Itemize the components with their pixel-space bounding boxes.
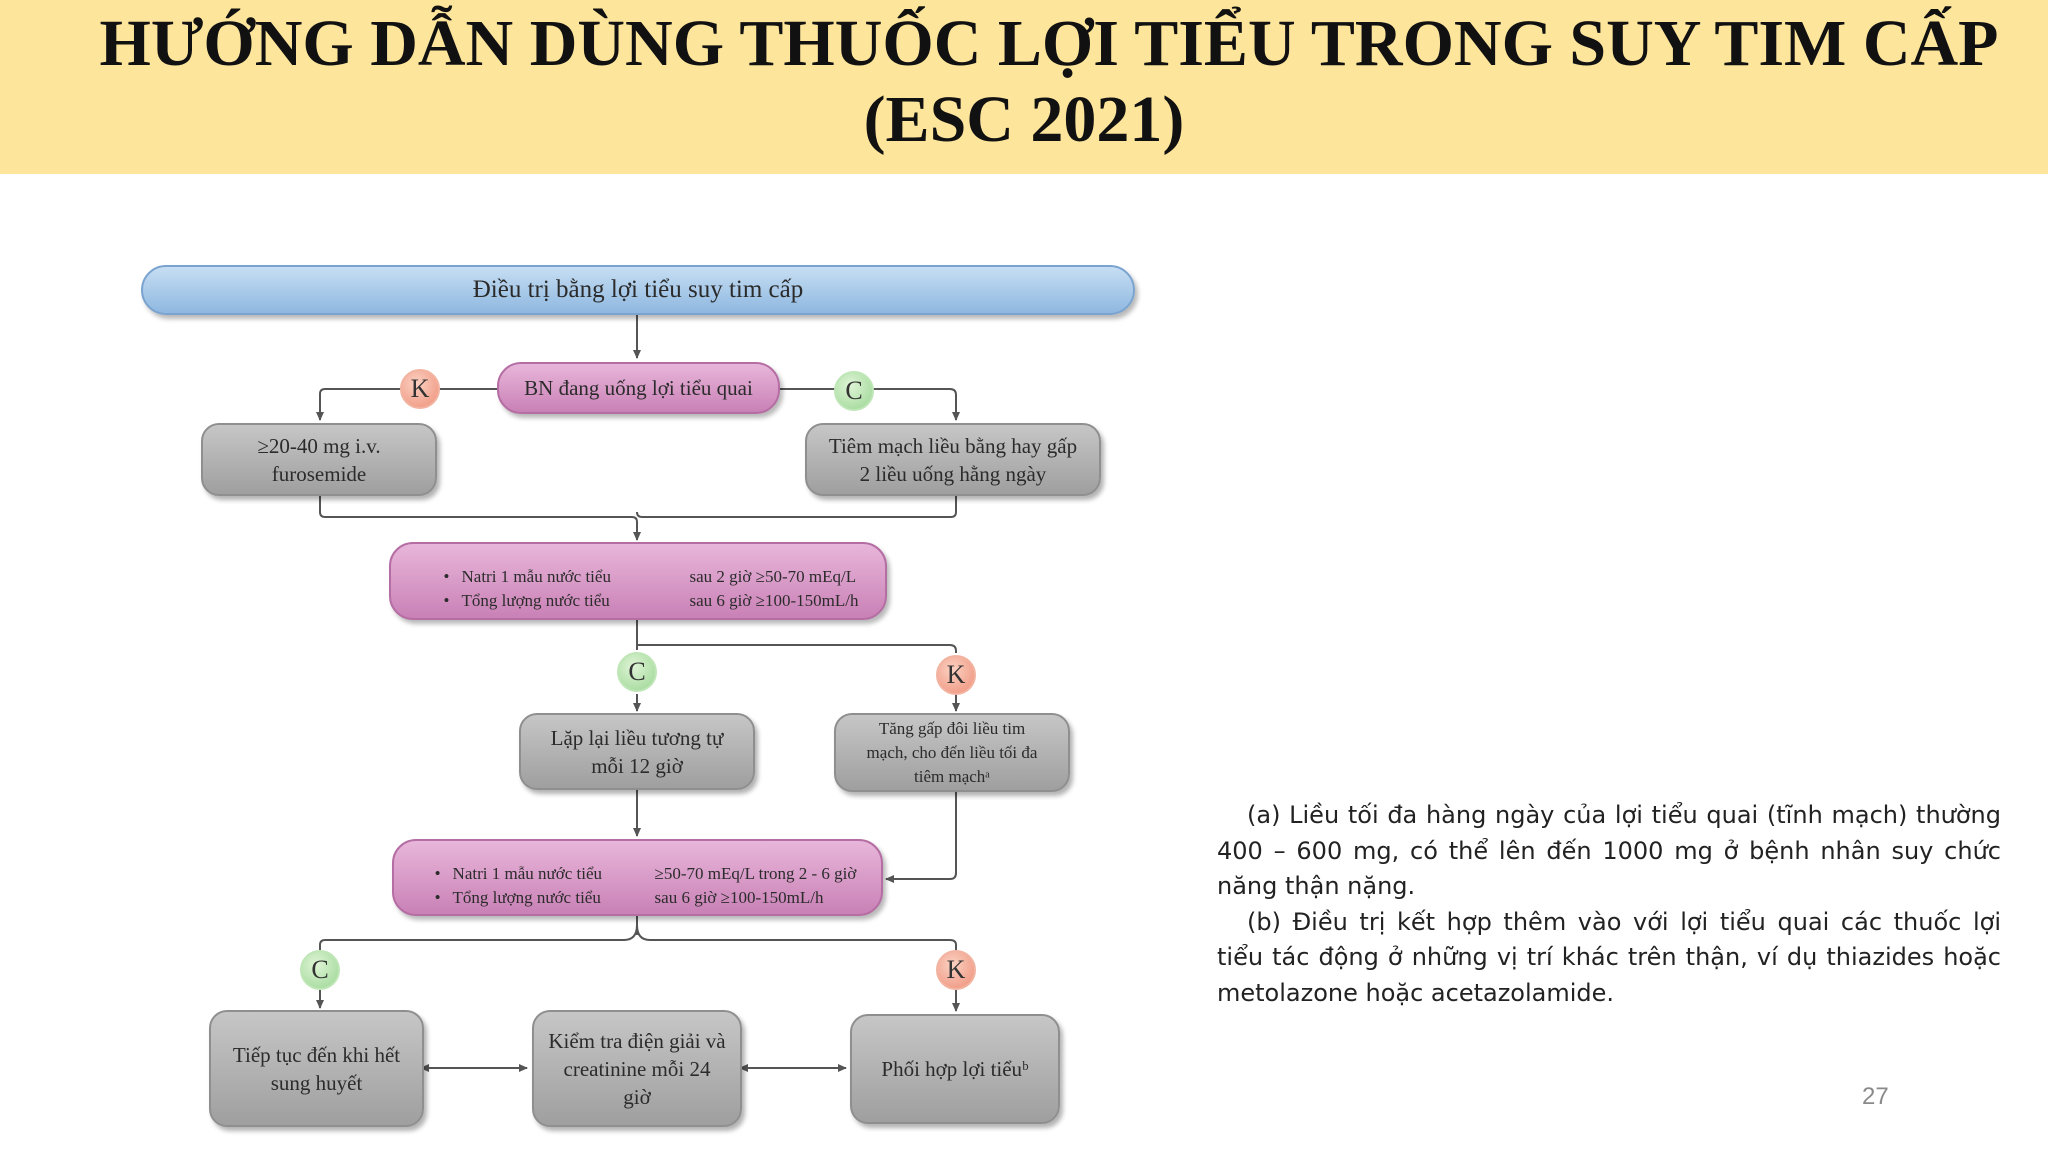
- check2-row-2: • Tổng lượng nước tiểu sau 6 giờ ≥100-15…: [435, 886, 857, 910]
- check2-row1-label: Natri 1 mẫu nước tiểu: [452, 863, 602, 883]
- node-furosemide-start: ≥20-40 mg i.v. furosemide: [201, 423, 437, 496]
- node-response-check-2: • Natri 1 mẫu nước tiểu ≥50-70 mEq/L tro…: [392, 839, 883, 916]
- connector-split-right: [636, 924, 957, 950]
- check2-row2-value: sau 6 giờ ≥100-150mL/h: [654, 887, 824, 907]
- check1-row-2: • Tổng lượng nước tiểu sau 6 giờ ≥100-15…: [444, 589, 859, 613]
- badge-yes-mid: C: [617, 652, 657, 692]
- footnote-a: (a) Liều tối đa hàng ngày của lợi tiểu q…: [1217, 801, 2001, 900]
- check2-row-1: • Natri 1 mẫu nước tiểu ≥50-70 mEq/L tro…: [435, 862, 857, 886]
- node-continue-label: Tiếp tục đến khi hết sung huyết: [232, 1042, 401, 1095]
- node-furosemide-start-label: ≥20-40 mg i.v. furosemide: [257, 433, 381, 486]
- check1-row2-value: sau 6 giờ ≥100-150mL/h: [689, 591, 859, 610]
- check2-row1-value: ≥50-70 mEq/L trong 2 - 6 giờ: [654, 863, 857, 883]
- connector-right-merge: [636, 496, 957, 518]
- bullet: •: [443, 567, 450, 586]
- connector-loop-to-right: [780, 388, 960, 421]
- badge-yes-top: C: [834, 371, 874, 411]
- badge-yes-bottom-label: C: [311, 955, 329, 984]
- node-acute-hf-diuretic-label: Điều trị bằng lợi tiểu suy tim cấp: [472, 276, 804, 303]
- badge-no-mid-label: K: [946, 660, 966, 689]
- title-banner: [0, 0, 2048, 174]
- node-monitor-labs: Kiểm tra điện giải và creatinine mỗi 24 …: [532, 1010, 742, 1127]
- node-combine-diuretic-label: Phối hợp lợi tiểuᵇ: [881, 1057, 1029, 1081]
- check1-row-1: • Natri 1 mẫu nước tiểu sau 2 giờ ≥50-70…: [444, 565, 859, 589]
- connector-left-merge: [319, 496, 641, 541]
- slide-title: HƯỚNG DẪN DÙNG THUỐC LỢI TIỂU TRONG SUY …: [0, 6, 2048, 158]
- node-iv-equal-double: Tiêm mạch liều bằng hay gấp 2 liều uống …: [805, 423, 1101, 496]
- node-combine-diuretic: Phối hợp lợi tiểuᵇ: [850, 1014, 1060, 1124]
- badge-no-top-label: K: [410, 374, 430, 403]
- node-acute-hf-diuretic: Điều trị bằng lợi tiểu suy tim cấp: [141, 265, 1135, 315]
- badge-no-top: K: [400, 369, 440, 409]
- badge-yes-bottom: C: [300, 950, 340, 990]
- footnote-b: (b) Điều trị kết hợp thêm vào với lợi ti…: [1217, 907, 2001, 1007]
- connector-split-left: [319, 924, 638, 950]
- badge-no-mid: K: [936, 655, 976, 695]
- node-on-loop-diuretic: BN đang uống lợi tiểu quai: [497, 362, 780, 414]
- badge-no-bottom-label: K: [946, 955, 966, 984]
- bullet: •: [434, 863, 441, 883]
- node-double-dose-label: Tăng gấp đôi liều tim mạch, cho đến liều…: [866, 718, 1038, 786]
- check2-row2-label: Tổng lượng nước tiểu: [452, 887, 601, 907]
- check1-row1-label: Natri 1 mẫu nước tiểu: [461, 567, 611, 586]
- node-repeat-dose: Lặp lại liều tương tự mỗi 12 giờ: [519, 713, 755, 790]
- connector-check1-to-k: [637, 644, 957, 653]
- badge-no-bottom: K: [936, 950, 976, 990]
- badge-yes-mid-label: C: [628, 657, 646, 686]
- node-response-check-1: • Natri 1 mẫu nước tiểu sau 2 giờ ≥50-70…: [389, 542, 887, 620]
- footnotes: (a) Liều tối đa hàng ngày của lợi tiểu q…: [1217, 798, 2001, 1011]
- badge-yes-top-label: C: [845, 376, 863, 405]
- node-repeat-dose-label: Lặp lại liều tương tự mỗi 12 giờ: [550, 725, 724, 778]
- node-iv-equal-double-label: Tiêm mạch liều bằng hay gấp 2 liều uống …: [828, 433, 1078, 486]
- connector-double-to-check2: [885, 792, 957, 883]
- bullet: •: [443, 591, 450, 610]
- bullet: •: [434, 887, 441, 907]
- node-on-loop-diuretic-label: BN đang uống lợi tiểu quai: [524, 375, 753, 400]
- check1-row1-value: sau 2 giờ ≥50-70 mEq/L: [689, 567, 857, 586]
- node-monitor-labs-label: Kiểm tra điện giải và creatinine mỗi 24 …: [548, 1028, 726, 1109]
- title-line-1: HƯỚNG DẪN DÙNG THUỐC LỢI TIỂU TRONG SUY …: [99, 7, 1999, 80]
- connector-loop-to-left: [316, 388, 497, 421]
- node-double-dose: Tăng gấp đôi liều tim mạch, cho đến liều…: [834, 713, 1070, 792]
- title-line-2: (ESC 2021): [863, 83, 1185, 156]
- node-continue: Tiếp tục đến khi hết sung huyết: [209, 1010, 424, 1127]
- check1-row2-label: Tổng lượng nước tiểu: [461, 591, 610, 610]
- page-number: 27: [1862, 1083, 1889, 1110]
